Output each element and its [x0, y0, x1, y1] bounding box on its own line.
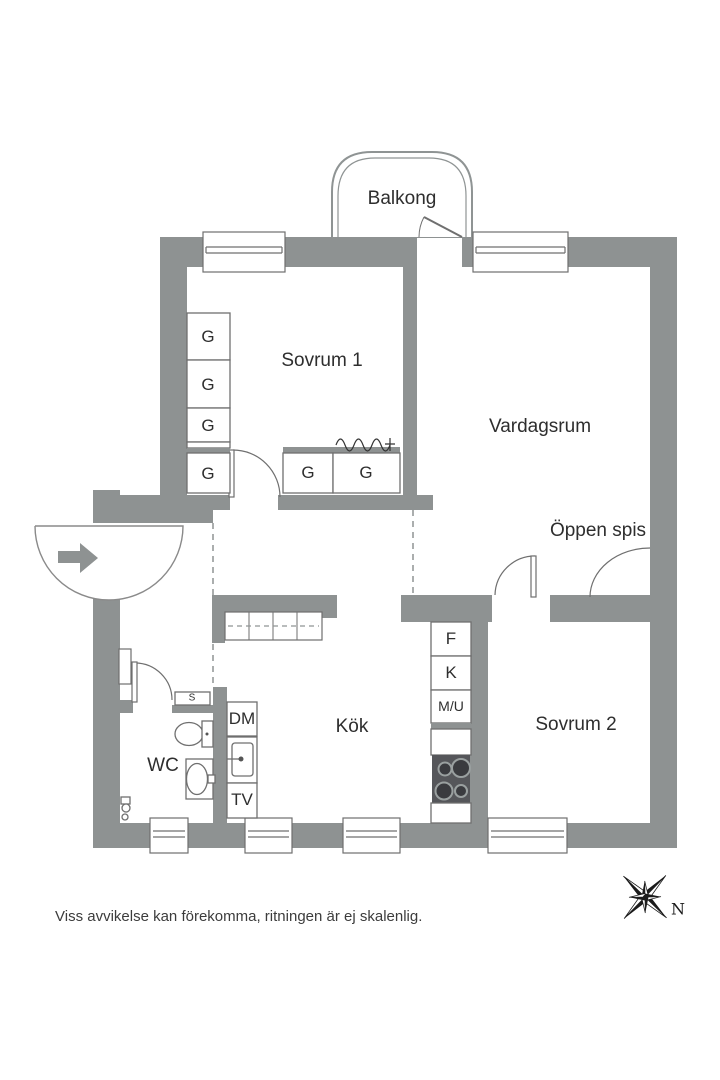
- freezer-label: K: [445, 663, 457, 682]
- toilet: [174, 720, 214, 748]
- tv-label: TV: [231, 790, 253, 809]
- wardrobe-label: G: [301, 463, 315, 482]
- freezer-box: [430, 655, 472, 691]
- kitchen-label: Kök: [335, 716, 369, 737]
- wc-fixtures: [120, 720, 216, 821]
- window-wc: [149, 817, 189, 854]
- interior-walls: [93, 267, 650, 823]
- window-kitchen-1: [244, 817, 293, 854]
- hall-niche: [118, 648, 132, 685]
- living-room-label: Vardagsrum: [488, 416, 592, 437]
- outer-walls: [93, 237, 677, 848]
- kitchen-column: [174, 691, 258, 819]
- fridge-label: F: [445, 629, 457, 648]
- fireplace-arc: [589, 547, 651, 598]
- clothes-rail: [335, 438, 395, 452]
- wc-corner-fittings: [120, 796, 131, 821]
- doors: [34, 216, 651, 703]
- wc-label: WC: [147, 755, 179, 776]
- bedroom1-door: [228, 449, 281, 498]
- disclaimer-text: Viss avvikelse kan förekomma, ritningen …: [55, 908, 423, 925]
- wardrobes: [186, 312, 401, 494]
- wardrobe-label: G: [201, 327, 215, 346]
- wardrobe-label: G: [201, 464, 215, 483]
- micro-label: M/U: [438, 698, 464, 714]
- compass-rose: [623, 875, 667, 919]
- appliance-column: [430, 621, 472, 824]
- entrance-door: [34, 525, 184, 601]
- bedroom1-label: Sovrum 1: [281, 350, 363, 371]
- window-bedroom2: [487, 817, 568, 854]
- window-living-room: [472, 231, 569, 273]
- north-label: N: [671, 899, 685, 919]
- wardrobe-label: G: [201, 416, 215, 435]
- small-closet-label: S: [188, 692, 196, 704]
- kitchen-island: [212, 595, 337, 643]
- tv-box: [226, 782, 258, 819]
- wardrobe-label: G: [359, 463, 373, 482]
- window-kitchen-2: [342, 817, 401, 854]
- windows: [149, 231, 569, 854]
- wardrobe-label: G: [201, 375, 215, 394]
- wc-door: [131, 661, 173, 703]
- balcony-door: [418, 216, 463, 238]
- fireplace-label: Öppen spis: [549, 520, 647, 541]
- window-bedroom1: [202, 231, 286, 273]
- bedroom2-door: [494, 555, 537, 598]
- washbasin: [185, 758, 216, 800]
- fridge-box: [430, 621, 472, 657]
- kitchen-sink: [226, 736, 258, 784]
- dishwasher-label: DM: [228, 709, 256, 728]
- balcony-label: Balkong: [367, 188, 437, 209]
- stove: [432, 755, 471, 803]
- entrance-arrow: [58, 543, 98, 573]
- small-closet-box: [174, 691, 211, 706]
- balcony-outline: [331, 151, 473, 238]
- dishwasher-box: [226, 701, 258, 737]
- bedroom2-label: Sovrum 2: [535, 714, 617, 735]
